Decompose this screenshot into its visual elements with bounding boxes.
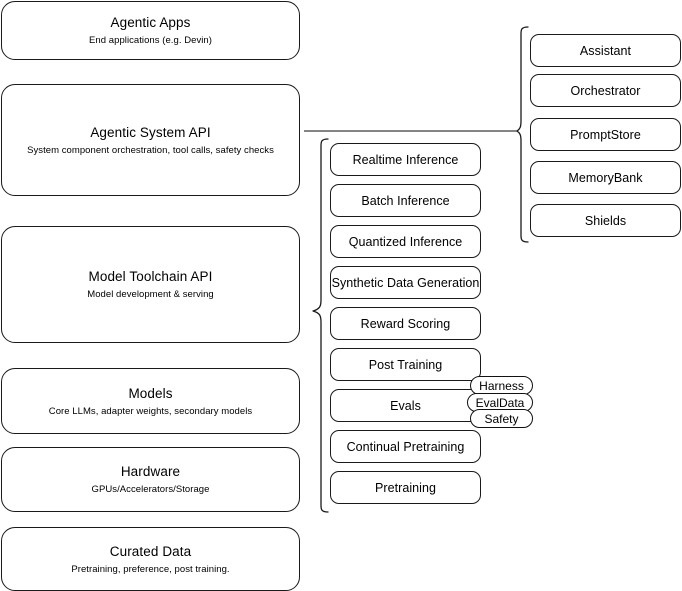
layer-agentic-apps[interactable]: Agentic Apps End applications (e.g. Devi…	[1, 1, 300, 60]
eval-pill-label: EvalData	[475, 395, 525, 410]
layer-subtitle: End applications (e.g. Devin)	[89, 35, 212, 46]
capability-batch-inference[interactable]: Batch Inference	[330, 184, 481, 217]
capability-evals[interactable]: Evals	[330, 389, 481, 422]
layer-model-toolchain-api[interactable]: Model Toolchain API Model development & …	[1, 226, 300, 343]
capability-reward-scoring[interactable]: Reward Scoring	[330, 307, 481, 340]
component-assistant[interactable]: Assistant	[530, 34, 681, 67]
system-components-brace	[516, 26, 529, 243]
capability-synthetic-data-generation[interactable]: Synthetic Data Generation	[330, 266, 481, 299]
layer-curated-data[interactable]: Curated Data Pretraining, preference, po…	[1, 527, 300, 591]
capability-label: Synthetic Data Generation	[331, 275, 480, 290]
layer-title: Curated Data	[109, 543, 192, 559]
layer-subtitle: GPUs/Accelerators/Storage	[91, 484, 210, 495]
layer-hardware[interactable]: Hardware GPUs/Accelerators/Storage	[1, 447, 300, 512]
component-label: MemoryBank	[568, 170, 643, 185]
capability-quantized-inference[interactable]: Quantized Inference	[330, 225, 481, 258]
capability-label: Batch Inference	[361, 193, 450, 208]
component-label: Orchestrator	[570, 83, 641, 98]
capability-realtime-inference[interactable]: Realtime Inference	[330, 143, 481, 176]
layer-models[interactable]: Models Core LLMs, adapter weights, secon…	[1, 368, 300, 434]
layer-title: Model Toolchain API	[88, 269, 213, 284]
capability-label: Post Training	[368, 357, 443, 372]
capability-post-training[interactable]: Post Training	[330, 348, 481, 381]
layer-title: Models	[128, 385, 173, 401]
eval-pill-label: Safety	[484, 411, 519, 426]
component-label: Assistant	[579, 43, 632, 58]
component-promptstore[interactable]: PromptStore	[530, 118, 681, 151]
layer-subtitle: System component orchestration, tool cal…	[27, 144, 274, 156]
component-memorybank[interactable]: MemoryBank	[530, 161, 681, 194]
eval-pill-label: Harness	[479, 378, 524, 393]
component-label: Shields	[584, 213, 627, 228]
layer-title: Agentic System API	[90, 124, 211, 140]
capability-pretraining[interactable]: Pretraining	[330, 471, 481, 504]
capability-continual-pretraining[interactable]: Continual Pretraining	[330, 430, 481, 463]
toolchain-capabilities-brace	[312, 138, 329, 513]
capability-label: Pretraining	[375, 480, 436, 495]
component-shields[interactable]: Shields	[530, 204, 681, 237]
capability-label: Evals	[390, 398, 421, 413]
eval-pill-safety[interactable]: Safety	[470, 409, 533, 428]
layer-title: Hardware	[120, 464, 181, 479]
layer-title: Agentic Apps	[110, 15, 191, 30]
layer-subtitle: Pretraining, preference, post training.	[71, 563, 230, 575]
capability-label: Realtime Inference	[352, 152, 459, 167]
capability-label: Quantized Inference	[348, 234, 463, 249]
component-label: PromptStore	[570, 127, 641, 142]
capability-label: Reward Scoring	[360, 316, 451, 331]
layer-subtitle: Core LLMs, adapter weights, secondary mo…	[48, 405, 253, 417]
layer-subtitle: Model development & serving	[87, 289, 214, 300]
capability-label: Continual Pretraining	[346, 439, 465, 454]
layer-agentic-system-api[interactable]: Agentic System API System component orch…	[1, 84, 300, 196]
component-orchestrator[interactable]: Orchestrator	[530, 74, 681, 107]
